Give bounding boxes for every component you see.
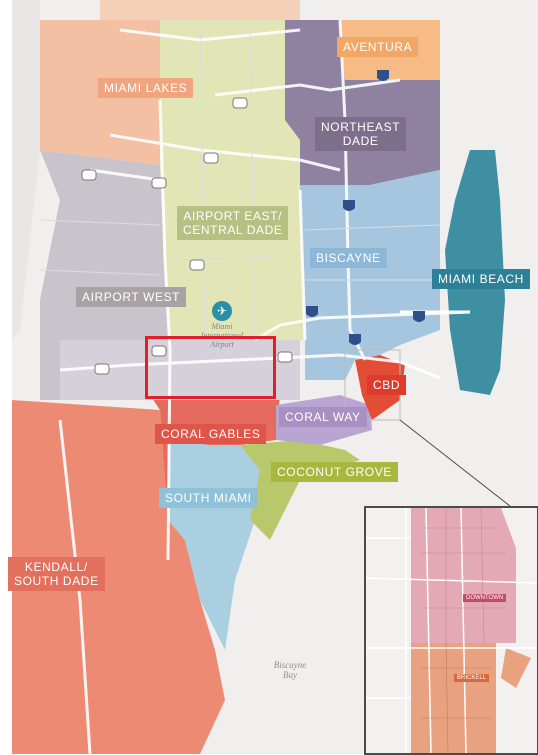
label-biscayne: BISCAYNE (310, 248, 387, 268)
label-airport-west: AIRPORT WEST (76, 287, 187, 307)
label-coral-way: CORAL WAY (279, 407, 367, 427)
label-coconut-grove: COCONUT GROVE (271, 462, 398, 482)
region-kendall (12, 400, 225, 754)
water-label-biscayne-bay: Biscayne Bay (273, 660, 307, 680)
downtown-inset-map: DOWNTOWN BRICKELL (364, 506, 538, 755)
label-kendall-south-dade: KENDALL/ SOUTH DADE (8, 557, 105, 591)
airplane-icon: ✈ (212, 301, 232, 321)
inset-label-downtown: DOWNTOWN (463, 594, 507, 602)
highlight-box (145, 336, 276, 399)
airport-label: Miami International Airport (200, 322, 244, 349)
label-airport-east-central-dade: AIRPORT EAST/ CENTRAL DADE (177, 206, 289, 240)
label-coral-gables: CORAL GABLES (155, 424, 267, 444)
label-south-miami: SOUTH MIAMI (159, 488, 258, 508)
inset-base (366, 508, 537, 753)
inset-label-brickell: BRICKELL (454, 674, 490, 682)
interstate-shields (306, 70, 425, 345)
label-miami-beach: MIAMI BEACH (432, 269, 530, 289)
label-northeast-dade: NORTHEAST DADE (315, 117, 407, 151)
label-aventura: AVENTURA (337, 37, 419, 57)
label-cbd: CBD (367, 375, 407, 395)
label-miami-lakes: MIAMI LAKES (98, 78, 194, 98)
